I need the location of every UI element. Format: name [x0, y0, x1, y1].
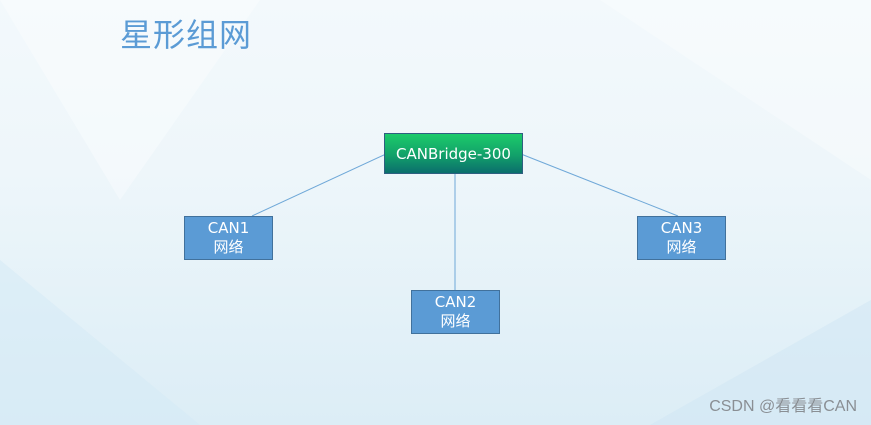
network-node-can1[interactable]: CAN1 网络 — [184, 216, 273, 260]
hub-node-canbridge[interactable]: CANBridge-300 — [384, 133, 523, 174]
network-node-can2[interactable]: CAN2 网络 — [411, 290, 500, 334]
network-label: CAN1 — [207, 219, 250, 237]
network-sublabel: 网络 — [213, 238, 244, 256]
link-hub-can1 — [251, 153, 387, 217]
watermark: CSDN @看看看CAN — [709, 398, 857, 415]
slide-title: 星形组网 — [120, 16, 253, 54]
network-label: CAN3 — [660, 219, 703, 237]
network-sublabel: 网络 — [666, 238, 697, 256]
network-label: CAN2 — [434, 293, 477, 311]
hub-label: CANBridge-300 — [396, 144, 511, 163]
link-hub-can3 — [520, 153, 679, 217]
network-node-can3[interactable]: CAN3 网络 — [637, 216, 726, 260]
network-sublabel: 网络 — [440, 312, 471, 330]
